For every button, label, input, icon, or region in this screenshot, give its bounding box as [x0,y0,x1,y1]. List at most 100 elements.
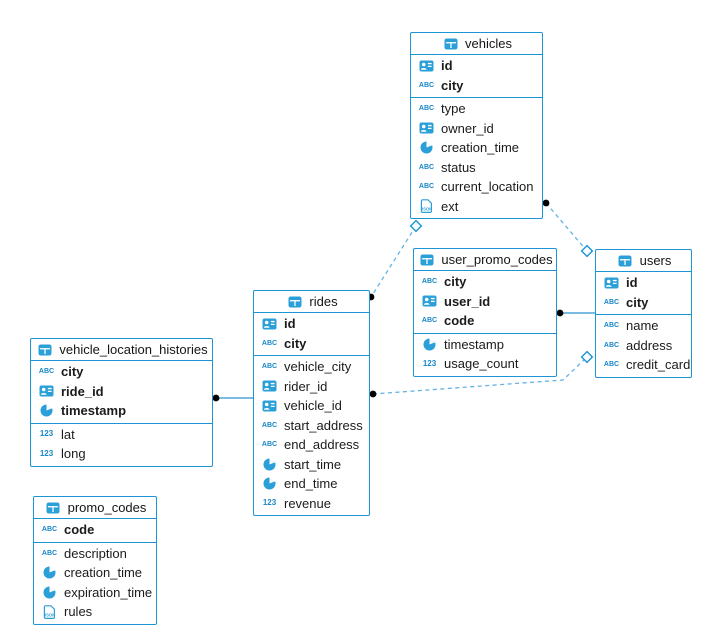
table-name: vehicles [465,36,512,51]
column-name: credit_card [626,357,691,373]
json-icon: JSON [417,199,436,214]
relationship-dot-marker [212,394,220,402]
table-name: user_promo_codes [441,252,553,267]
column-name: long [61,446,86,462]
text-icon: ABC [261,339,278,347]
column-row-long[interactable]: 123 long [31,444,212,464]
table-header[interactable]: users [596,250,691,272]
relationship-dot-marker [556,309,564,317]
column-row-vehicle_id[interactable]: vehicle_id [254,396,369,416]
column-name: expiration_time [64,584,153,600]
svg-text:JSON: JSON [44,612,55,617]
uuid-icon [420,294,439,308]
column-name: id [284,316,296,332]
column-name: lat [61,426,75,442]
column-row-timestamp[interactable]: timestamp [414,335,556,355]
number-icon: 123 [39,448,54,458]
column-row-creation_time[interactable]: creation_time [411,138,542,158]
relationship-dot-marker [369,390,377,398]
relationship-line-rides-users [372,356,588,395]
column-row-end_address[interactable]: ABC end_address [254,435,369,455]
column-name: timestamp [61,403,127,419]
column-name: usage_count [444,356,519,372]
timestamp-icon [420,337,439,351]
column-name: vehicle_id [284,398,342,414]
table-icon [35,343,54,357]
table-header[interactable]: promo_codes [34,497,156,519]
column-name: owner_id [441,120,494,136]
column-row-rider_id[interactable]: rider_id [254,377,369,397]
table-name: users [639,253,672,268]
table-header[interactable]: rides [254,291,369,313]
table-header[interactable]: vehicles [411,33,542,55]
uuid-icon [37,384,56,398]
column-row-ride_id[interactable]: ride_id [31,382,212,402]
table-header[interactable]: user_promo_codes [414,249,556,271]
column-name: ride_id [61,383,104,399]
column-name: address [626,337,673,353]
relationship-diamond-marker [580,244,594,258]
column-row-timestamp[interactable]: timestamp [31,401,212,421]
text-icon: ABC [603,298,620,306]
column-row-id[interactable]: id [596,273,691,293]
column-row-city[interactable]: ABC city [596,293,691,313]
column-row-end_time[interactable]: end_time [254,474,369,494]
text-icon: ABC [421,278,438,286]
column-name: status [441,159,476,175]
column-name: city [441,77,464,93]
column-name: city [626,294,649,310]
text-icon: ABC [261,441,278,449]
column-row-user_id[interactable]: user_id [414,292,556,312]
column-name: id [441,58,453,74]
column-row-owner_id[interactable]: owner_id [411,119,542,139]
table-header[interactable]: vehicle_location_histories [31,339,212,361]
column-name: name [626,318,659,334]
uuid-icon [417,121,436,135]
column-name: code [444,313,475,329]
column-row-start_time[interactable]: start_time [254,455,369,475]
uuid-icon [602,276,621,290]
column-row-creation_time[interactable]: creation_time [34,563,156,583]
column-row-id[interactable]: id [411,56,542,76]
column-name: city [61,364,84,380]
column-row-expiration_time[interactable]: expiration_time [34,583,156,603]
column-row-id[interactable]: id [254,314,369,334]
column-name: end_address [284,437,360,453]
